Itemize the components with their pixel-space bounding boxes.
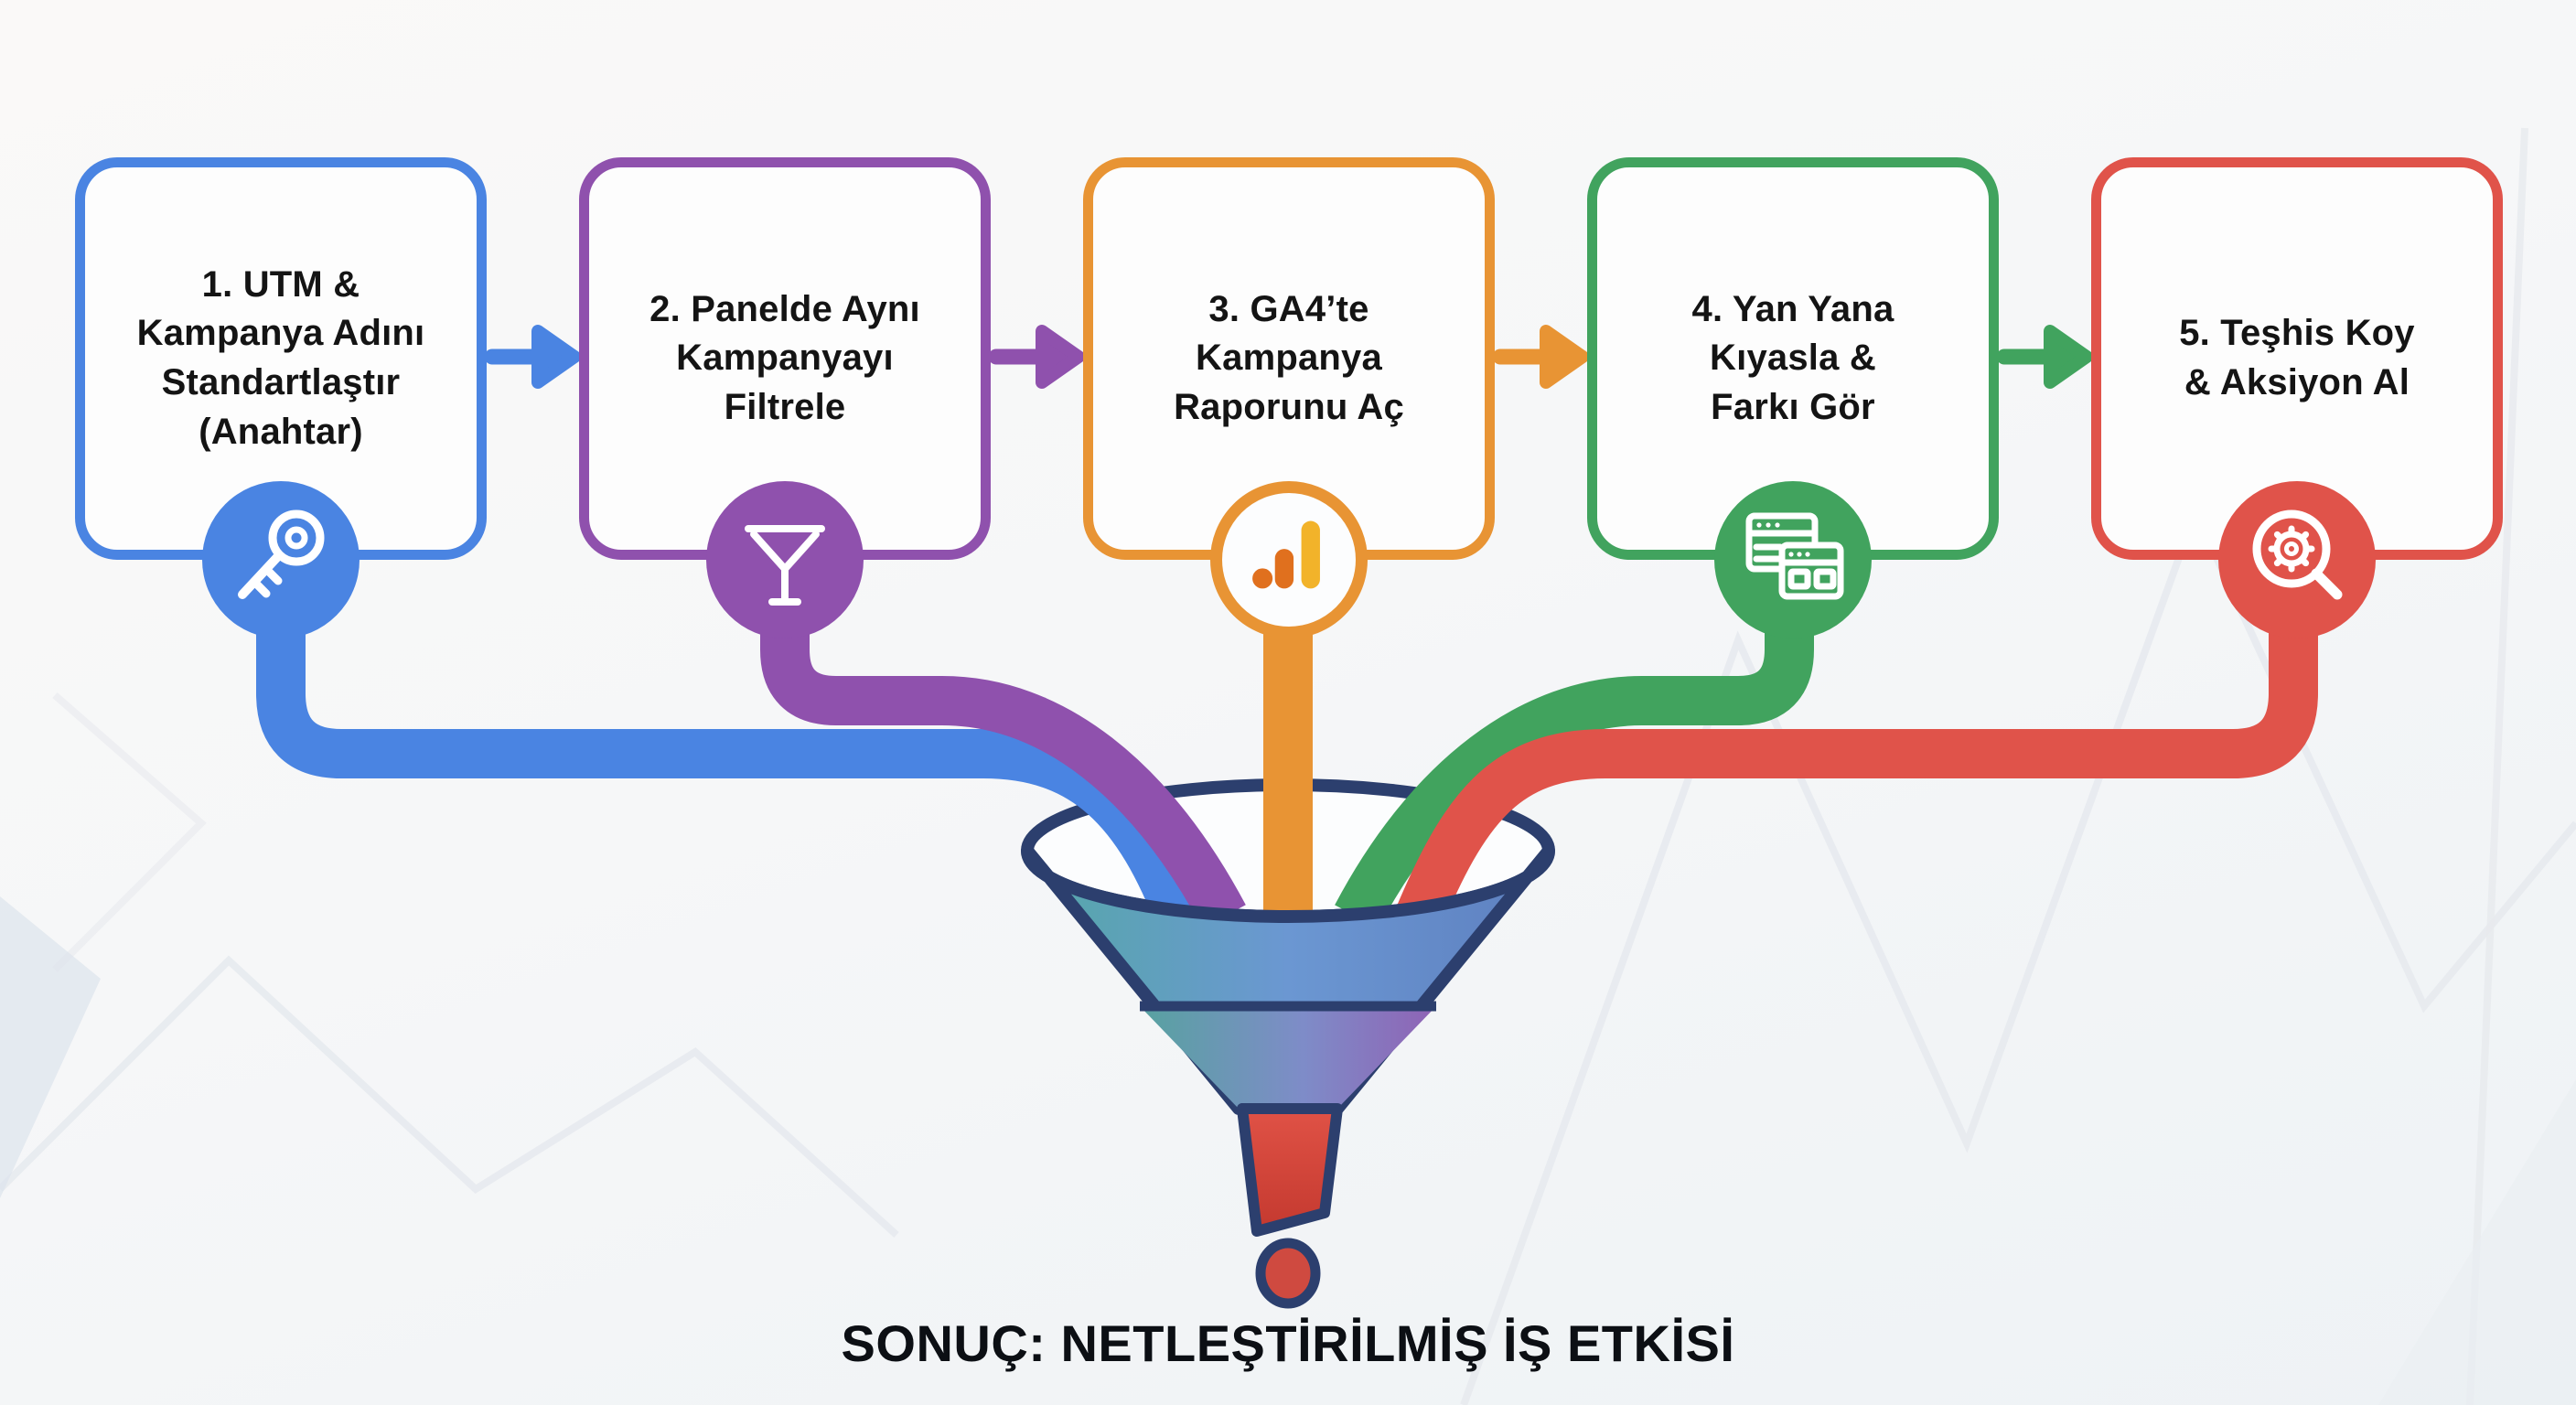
step-4-label: 4. Yan Yana Kıyasla & Farkı Gör: [1691, 288, 1894, 427]
funnel-body: [1021, 844, 1555, 1115]
funnel-illustration: [1021, 844, 1555, 1309]
analytics-bars-icon: [1252, 520, 1320, 589]
filter-funnel-icon: [745, 525, 825, 606]
result-caption: SONUÇ: NETLEŞTİRİLMİŞ İŞ ETKİSİ: [841, 1314, 1735, 1372]
step-4-icon-badge: [1714, 481, 1872, 638]
connector-ribbons: [256, 585, 2318, 934]
step-5-label: 5. Teşhis Koy & Aksiyon Al: [2179, 313, 2415, 402]
key-icon: [238, 509, 325, 599]
funnel-lower-band: [1140, 1006, 1436, 1109]
connector-step-2: [760, 585, 1246, 928]
arrow-step4-to-step5-icon: [1996, 325, 2093, 389]
step-2-label: 2. Panelde Aynı Kampanyayı Filtrele: [649, 288, 920, 427]
connector-step-5: [1393, 585, 2318, 934]
connector-step-1: [256, 585, 1206, 933]
step-3-icon-badge: [1210, 481, 1368, 638]
funnel-drop: [1255, 1238, 1321, 1309]
arrow-step3-to-step4-icon: [1492, 325, 1589, 389]
browser-windows-icon: [1745, 512, 1844, 600]
magnifier-gear-icon: [2252, 509, 2343, 600]
step-1-icon-badge: [202, 481, 360, 638]
step-5-icon-badge: [2218, 481, 2376, 638]
connector-step-4: [1335, 585, 1814, 928]
background-zigzag-lines: [0, 127, 2576, 1405]
step-2-icon-badge: [706, 481, 864, 638]
funnel-spout: [1237, 1103, 1343, 1237]
step-1-label: 1. UTM & Kampanya Adını Standartlaştır (…: [136, 263, 425, 452]
arrow-step2-to-step3-icon: [988, 325, 1085, 389]
step-3-label: 3. GA4’te Kampanya Raporunu Aç: [1174, 288, 1404, 427]
arrow-step1-to-step2-icon: [484, 325, 581, 389]
